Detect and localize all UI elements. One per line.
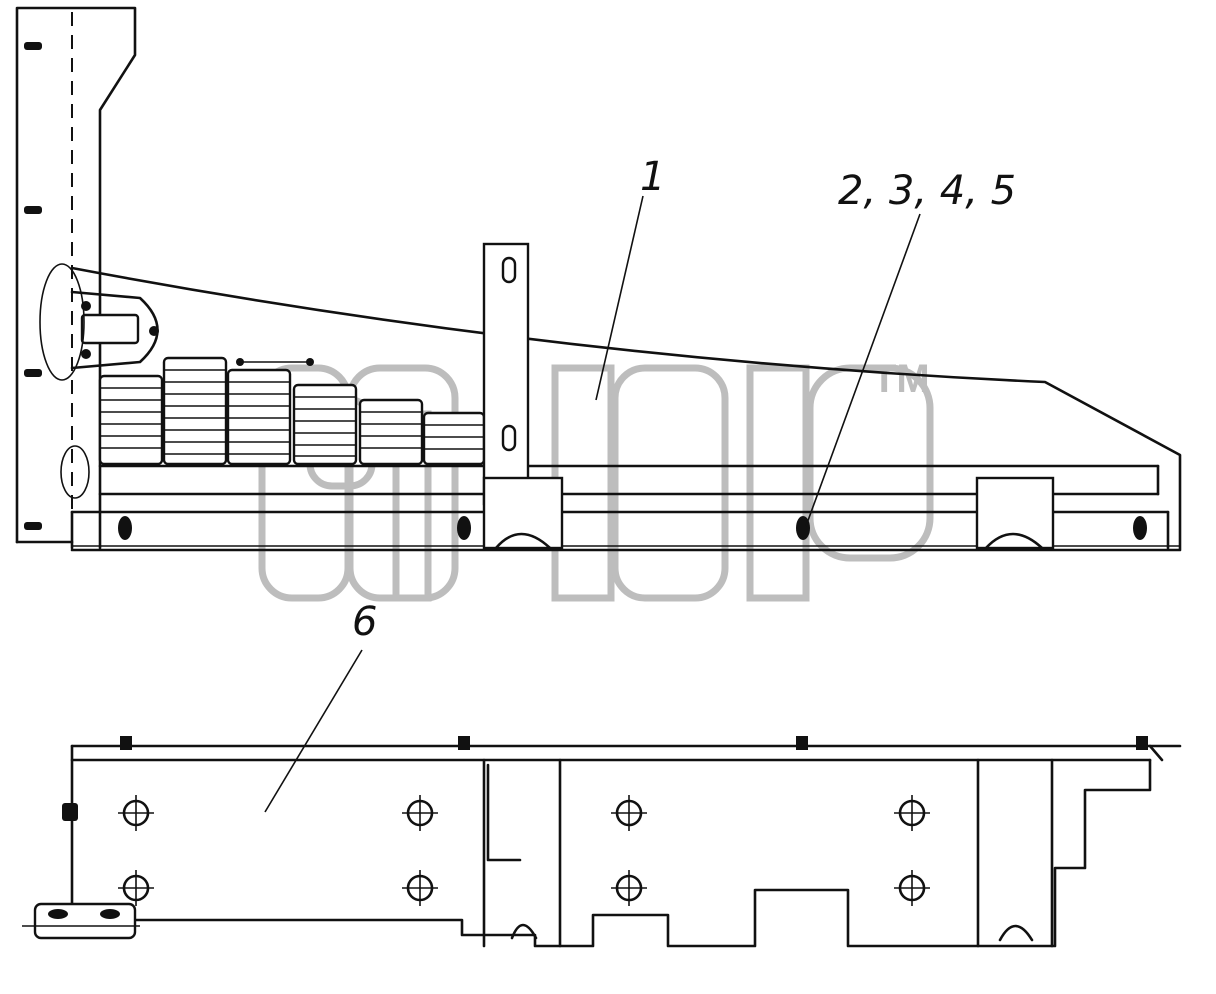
mounting-hole-icon bbox=[894, 870, 930, 906]
bolt-icon bbox=[24, 522, 42, 530]
bolt-icon bbox=[118, 516, 132, 540]
mounting-hole-icon bbox=[611, 795, 647, 831]
left-bracket bbox=[15, 6, 137, 550]
mounting-hole-icon bbox=[894, 795, 930, 831]
bolt-icon bbox=[120, 736, 132, 750]
mounting-hole-icon bbox=[118, 795, 154, 831]
plate-stack bbox=[98, 356, 486, 466]
bolt-icon bbox=[24, 42, 42, 50]
callouts: 1 2, 3, 4, 5 6 bbox=[264, 154, 1016, 813]
leader-line-1 bbox=[595, 195, 644, 401]
mounting-hole-icon bbox=[402, 795, 438, 831]
callout-1: 1 bbox=[640, 154, 665, 200]
lower-top-bolts bbox=[120, 736, 1148, 750]
plate-column bbox=[292, 383, 358, 466]
mounting-hole-icon bbox=[118, 870, 154, 906]
bolt-icon bbox=[796, 736, 808, 750]
bolt-icon bbox=[24, 369, 42, 377]
mounting-hole-icon bbox=[402, 870, 438, 906]
bolt-icon bbox=[24, 206, 42, 214]
leader-line-6 bbox=[264, 649, 363, 813]
callout-2-3-4-5: 2, 3, 4, 5 bbox=[838, 168, 1016, 214]
vertical-post bbox=[482, 242, 530, 506]
plate-column bbox=[162, 356, 228, 466]
rail-clips bbox=[482, 476, 1055, 550]
base-plate bbox=[22, 744, 1182, 948]
bolt-icon bbox=[457, 516, 471, 540]
bolt-icon bbox=[81, 349, 91, 359]
bolt-icon bbox=[149, 326, 159, 336]
watermark-tm: TM bbox=[872, 357, 930, 401]
plate-column bbox=[98, 374, 164, 466]
slot-icon bbox=[501, 424, 517, 452]
plate-column bbox=[226, 368, 292, 466]
plate-column bbox=[422, 411, 486, 466]
hinge-clamp bbox=[39, 263, 159, 499]
lower-clip-frames bbox=[482, 758, 1054, 948]
callout-6: 6 bbox=[352, 599, 377, 645]
bolt-icon bbox=[1136, 736, 1148, 750]
bolt-icon bbox=[796, 516, 810, 540]
slot-icon bbox=[501, 256, 517, 284]
mounting-hole-icon bbox=[611, 870, 647, 906]
plate-column bbox=[358, 398, 424, 466]
bolt-icon bbox=[1133, 516, 1147, 540]
bolt-icon bbox=[458, 736, 470, 750]
watermark: TM bbox=[258, 357, 934, 602]
leader-line-2-5 bbox=[805, 213, 921, 527]
mounting-holes bbox=[118, 795, 930, 906]
rail-bolts bbox=[118, 516, 1147, 540]
